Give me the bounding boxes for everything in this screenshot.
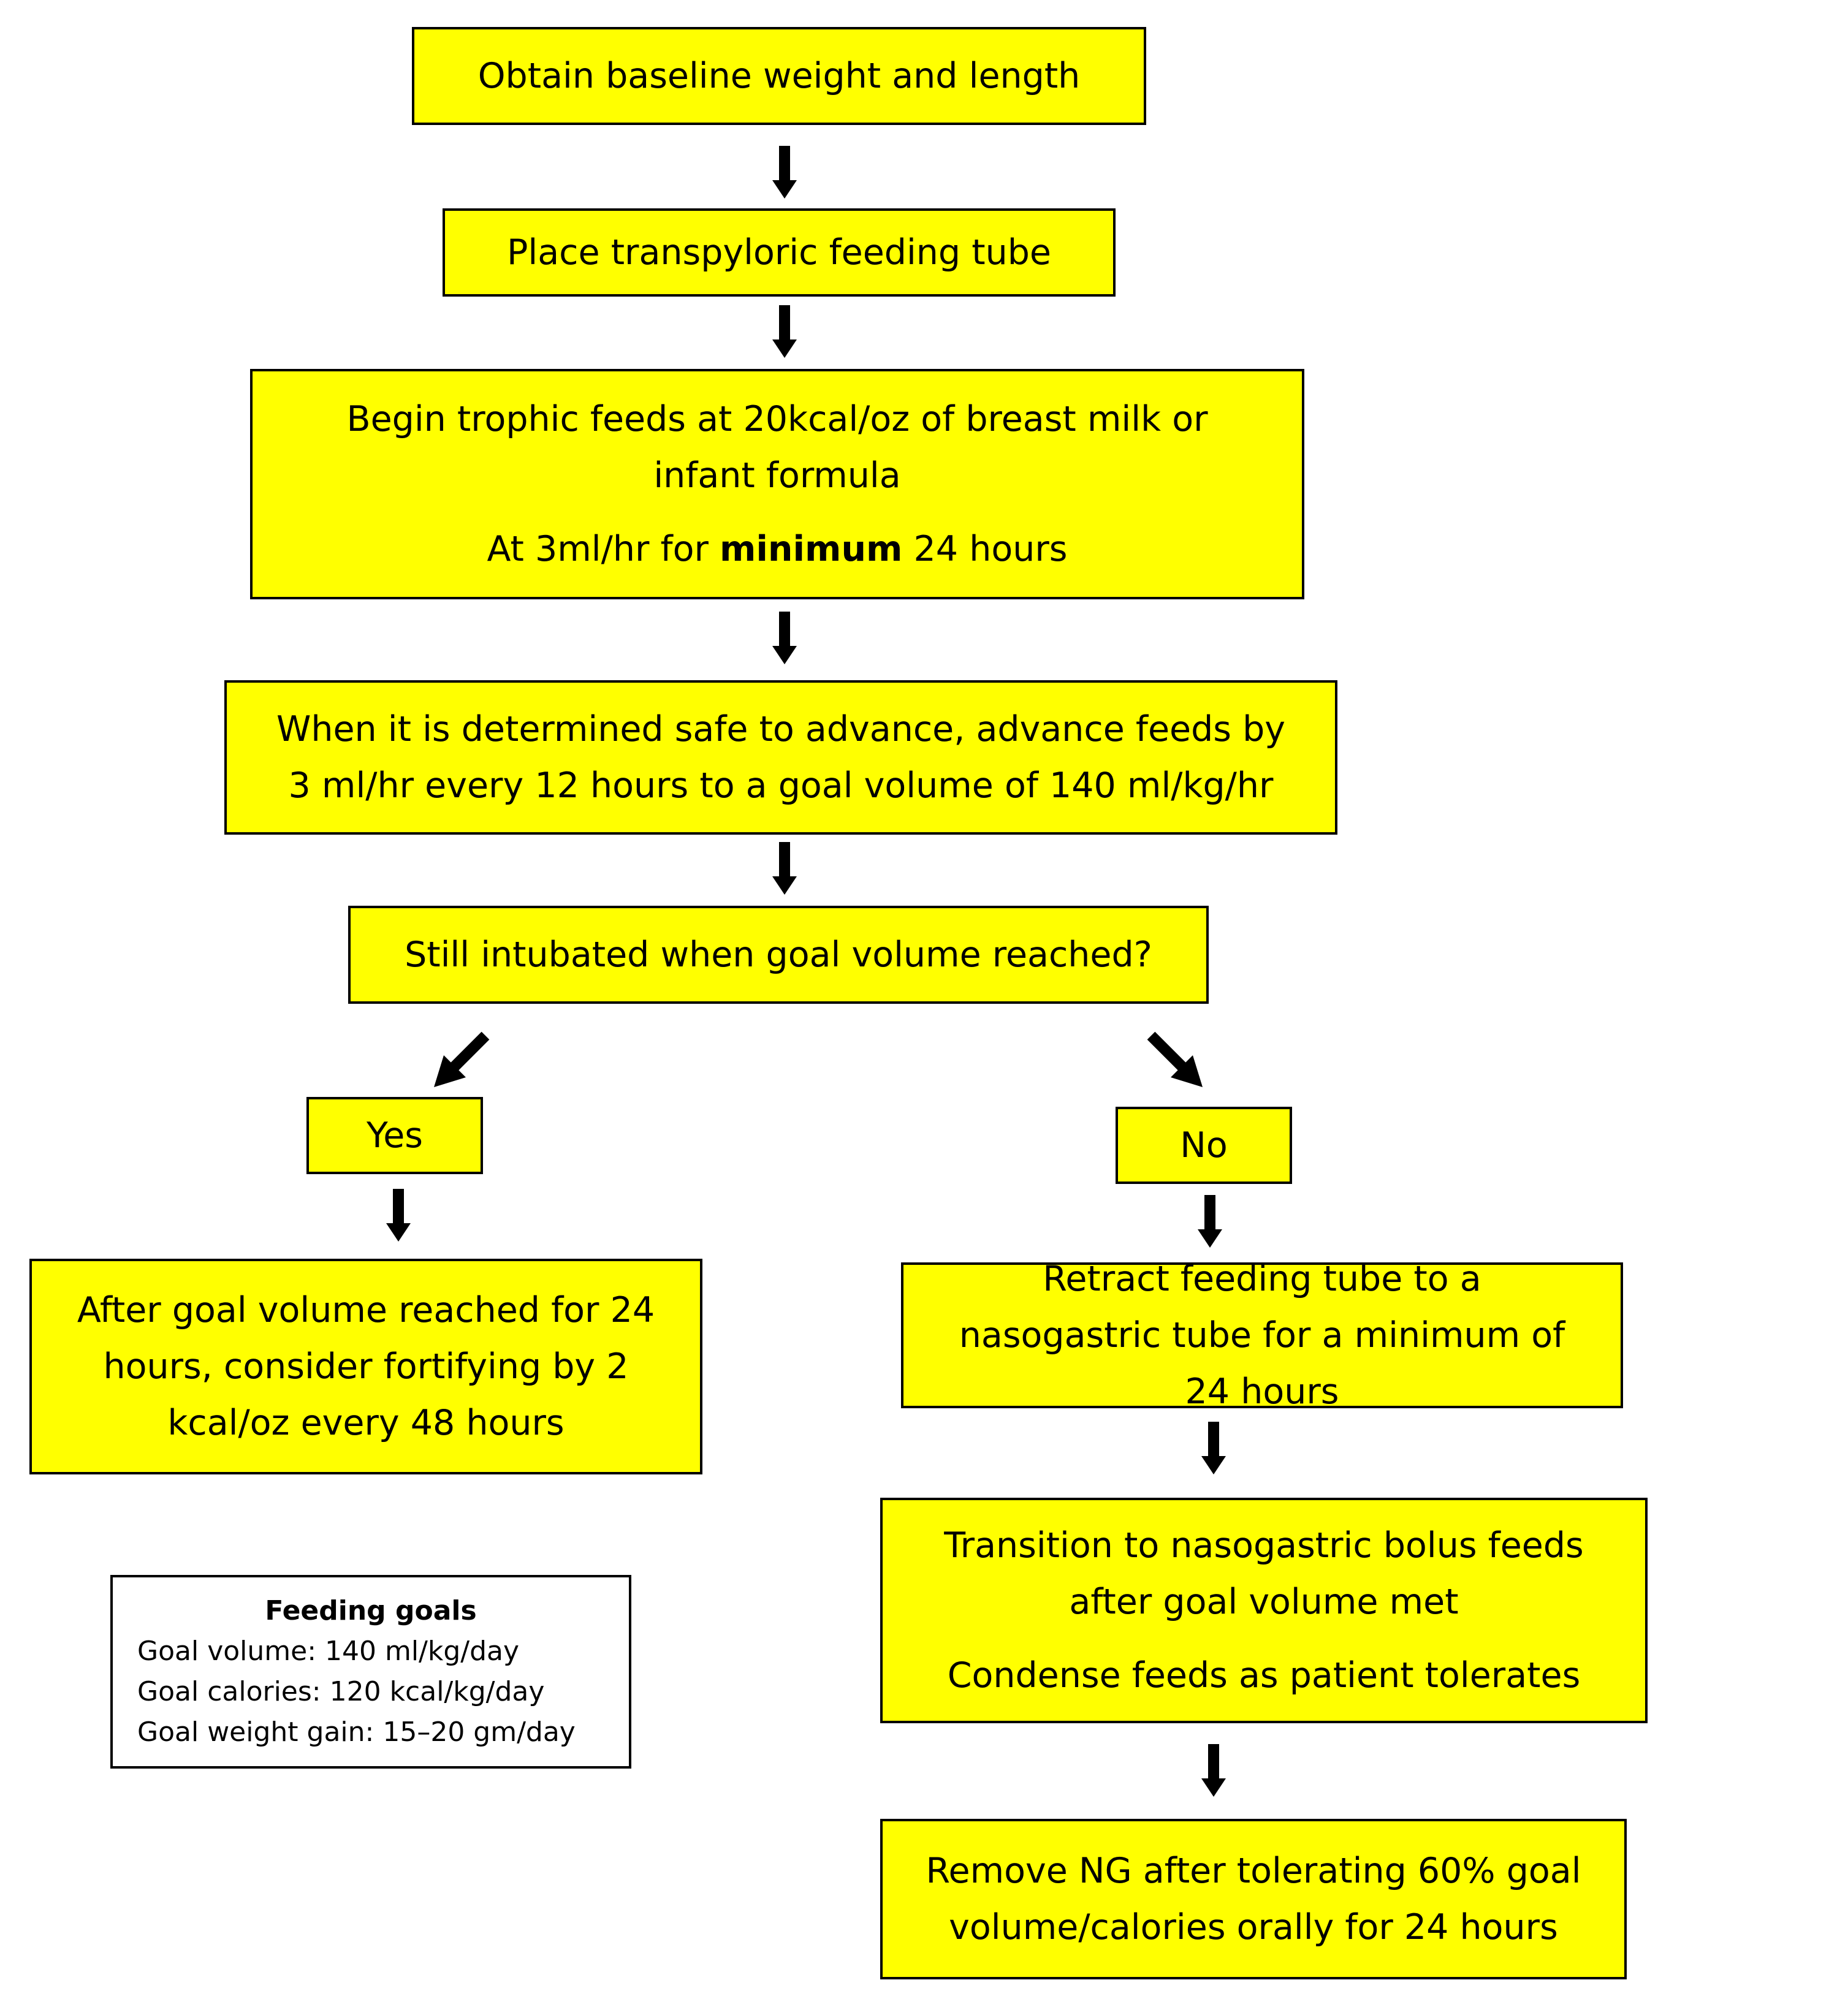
arrow-no-to-retract [1198,1195,1222,1248]
decision-intubated-text: Still intubated when goal volume reached… [405,934,1152,975]
decision-intubated: Still intubated when goal volume reached… [348,906,1209,1004]
feeding-goal-volume: Goal volume: 140 ml/kg/day [137,1636,520,1667]
step-transition-line2: Condense feeds as patient tolerates [947,1655,1581,1696]
branch-yes-label: Yes [366,1115,423,1156]
step-retract-text: Retract feeding tube to a nasogastric tu… [959,1258,1565,1413]
step-place-tube: Place transpyloric feeding tube [443,208,1116,297]
branch-no: No [1116,1107,1292,1184]
arrow-decision-to-yes [434,1031,490,1087]
arrow-transition-to-remove [1201,1744,1226,1797]
arrow-tube-to-trophic [772,305,797,358]
step-trophic-line2: At 3ml/hr for minimum 24 hours [487,529,1068,570]
feeding-goal-calories: Goal calories: 120 kcal/kg/day [137,1676,545,1707]
arrow-retract-to-transition [1201,1422,1226,1474]
feeding-goals-box: Feeding goals Goal volume: 140 ml/kg/day… [110,1575,631,1769]
step-trophic-line1: Begin trophic feeds at 20kcal/oz of brea… [346,398,1208,496]
arrow-advance-to-decision [772,842,797,895]
step-remove-ng: Remove NG after tolerating 60% goal volu… [880,1819,1627,1979]
step-trophic-feeds: Begin trophic feeds at 20kcal/oz of brea… [250,369,1304,599]
step-retract-tube: Retract feeding tube to a nasogastric tu… [901,1259,1623,1412]
arrow-decision-to-no [1147,1031,1203,1087]
step-fortify-text: After goal volume reached for 24 hours, … [77,1289,655,1444]
step-transition-bolus: Transition to nasogastric bolus feeds af… [880,1498,1648,1723]
step-fortify: After goal volume reached for 24 hours, … [29,1259,702,1474]
branch-yes: Yes [306,1097,483,1174]
step-advance-feeds: When it is determined safe to advance, a… [224,680,1337,835]
arrow-yes-to-fortify [386,1189,411,1242]
step-place-tube-text: Place transpyloric feeding tube [507,232,1051,273]
emphasis-minimum: minimum [720,529,903,570]
step-advance-text: When it is determined safe to advance, a… [276,708,1285,806]
step-remove-ng-text: Remove NG after tolerating 60% goal volu… [926,1850,1581,1948]
feeding-goals-title: Feeding goals [265,1595,477,1626]
step-baseline-text: Obtain baseline weight and length [477,55,1081,96]
feeding-goal-weight-gain: Goal weight gain: 15–20 gm/day [137,1716,576,1748]
branch-no-label: No [1180,1125,1228,1166]
step-baseline: Obtain baseline weight and length [412,27,1146,125]
arrow-baseline-to-tube [772,146,797,199]
arrow-trophic-to-advance [772,612,797,664]
step-transition-line1: Transition to nasogastric bolus feeds af… [944,1525,1584,1622]
